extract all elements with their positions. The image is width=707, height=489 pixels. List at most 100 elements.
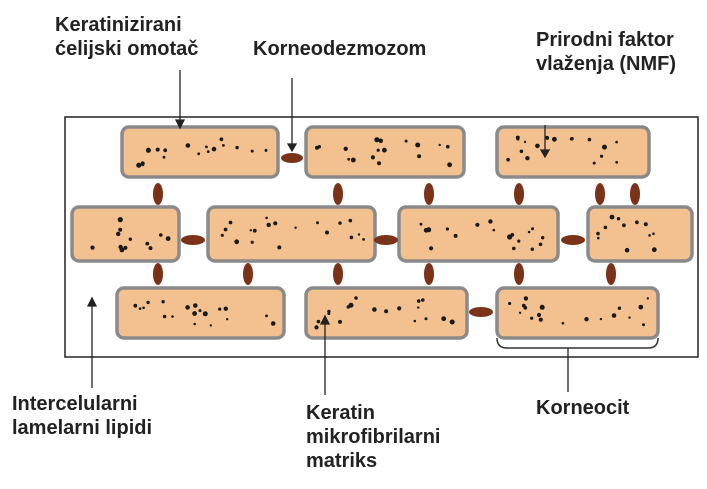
keratin-dot: [516, 137, 520, 141]
corneodesmosome: [424, 183, 434, 205]
keratin-dot: [518, 311, 522, 314]
keratin-dot: [338, 319, 342, 324]
keratin-dot: [523, 140, 527, 144]
keratin-dot: [316, 319, 321, 324]
corneocyte-cell: [586, 205, 694, 263]
keratin-dot: [362, 238, 365, 241]
keratin-dot: [192, 311, 198, 316]
lipids-arrowhead: [86, 296, 98, 307]
keratin-dot: [220, 233, 224, 237]
keratin-dot: [250, 149, 254, 153]
label-cornified-envelope: Keratinizirani ćelijski omotač: [55, 14, 199, 60]
keratin-dot: [646, 297, 649, 300]
keratin-dot: [377, 161, 381, 166]
keratin-dot: [193, 322, 196, 326]
keratin-dot: [372, 307, 377, 312]
keratin-dot: [525, 156, 530, 161]
keratin-dot: [205, 145, 208, 149]
keratin-dot: [519, 149, 524, 154]
keratin-dot: [421, 298, 425, 302]
keratin-dot: [603, 225, 608, 230]
keratin-dot: [202, 311, 208, 317]
corneodesmosome: [374, 235, 398, 245]
keratin-dot: [155, 147, 160, 152]
keratin-dot: [538, 242, 543, 247]
keratin-dot: [222, 144, 225, 147]
keratin-dot: [628, 316, 631, 319]
keratin-dot: [441, 316, 447, 322]
keratin-dot: [171, 315, 174, 318]
keratin-dot: [447, 162, 452, 168]
keratin-dot: [616, 217, 621, 221]
keratin-dot: [416, 299, 421, 303]
keratin-dot: [530, 247, 534, 251]
keratin-dot: [277, 245, 282, 250]
keratin-dot: [539, 304, 545, 310]
keratin-dot: [617, 306, 622, 310]
keratin-dot: [642, 323, 645, 327]
keratin-dot: [159, 233, 163, 237]
keratin-dot: [118, 227, 123, 232]
keratin-dot: [273, 221, 278, 226]
corneodesmosome: [181, 235, 205, 245]
keratin-dot: [250, 240, 254, 244]
keratin-dot: [133, 303, 138, 308]
keratin-dot: [541, 236, 545, 240]
keratin-dot: [197, 152, 201, 156]
keratin-dot: [545, 135, 550, 140]
keratin-dot: [651, 247, 657, 253]
keratin-dot: [517, 239, 521, 243]
keratin-dot: [209, 324, 212, 327]
keratin-dot: [198, 309, 202, 313]
keratin-dot: [235, 145, 239, 150]
keratin-dot: [592, 161, 596, 165]
keratin-dot: [417, 306, 420, 309]
keratin-dot: [223, 306, 228, 311]
keratin-dot: [429, 246, 434, 251]
keratin-dot: [264, 148, 268, 152]
keratin-dot: [145, 241, 150, 246]
keratin-dot: [510, 233, 515, 237]
keratin-dot: [523, 296, 529, 301]
keratin-dot: [145, 147, 151, 153]
keratin-dot: [569, 137, 574, 141]
keratin-dot: [146, 300, 150, 305]
keratin-dot: [376, 148, 380, 152]
keratin-dot: [193, 303, 198, 308]
keratin-dot: [438, 143, 441, 147]
keratin-dot: [587, 137, 592, 142]
keratin-dot: [370, 155, 375, 160]
keratin-dot: [609, 214, 615, 220]
corneodesmosome: [595, 183, 605, 205]
keratin-dot: [492, 228, 496, 232]
label-keratin-matrix: Keratin mikrofibrilarni matriks: [306, 402, 441, 472]
label-intercellular-lipids: Intercelularni lamelarni lipidi: [12, 393, 153, 439]
keratin-arrowhead: [319, 314, 331, 325]
corneocyte-bracket: [496, 337, 659, 349]
keratin-dot: [508, 301, 512, 306]
keratin-dot: [445, 227, 449, 231]
corneodesmosome: [153, 263, 163, 285]
keratin-dot: [226, 318, 229, 321]
keratin-dot: [624, 247, 630, 253]
keratin-dot: [315, 145, 319, 150]
keratin-dot: [314, 325, 319, 330]
keratin-dot: [338, 221, 342, 225]
keratin-dot: [270, 321, 276, 326]
keratin-dot: [449, 319, 455, 325]
corneodesmosome: [514, 263, 524, 285]
keratin-dot: [185, 143, 191, 148]
keratin-dot: [600, 154, 604, 158]
keratin-dot: [622, 223, 626, 228]
keratin-dot: [265, 216, 268, 220]
keratin-dot: [404, 139, 408, 143]
keratin-dot: [446, 144, 450, 149]
keratin-dot: [349, 235, 354, 240]
corneodesmosome: [281, 153, 303, 163]
label-nmf: Prirodni faktor vlaženja (NMF): [536, 29, 677, 75]
corneocyte-cell: [495, 286, 660, 340]
keratin-dot: [382, 147, 387, 153]
keratin-dot: [294, 226, 297, 229]
keratin-dot: [354, 296, 358, 300]
corneodesmosome: [514, 183, 524, 205]
